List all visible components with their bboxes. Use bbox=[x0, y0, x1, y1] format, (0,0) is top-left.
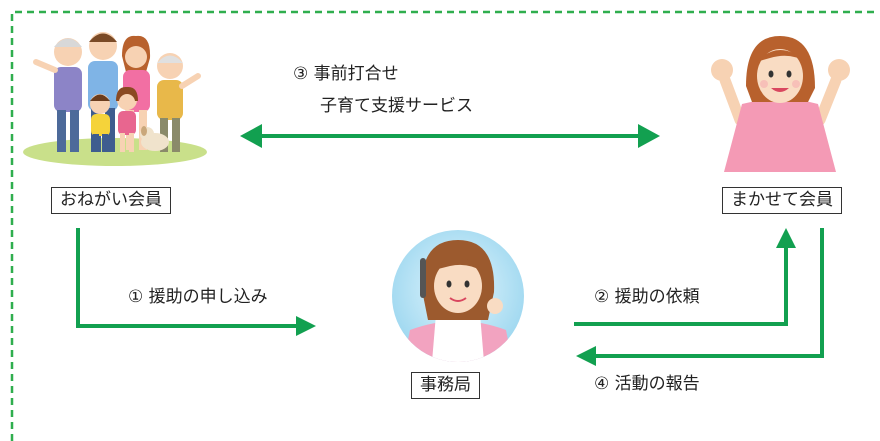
provider-member-box: まかせて会員 bbox=[722, 187, 842, 214]
arrow-step4 bbox=[576, 228, 824, 366]
requester-member-box: おねがい会員 bbox=[51, 187, 171, 214]
arrow-step1 bbox=[76, 228, 316, 336]
step4-label: ④ 活動の報告 bbox=[594, 374, 700, 394]
family-group-icon bbox=[23, 32, 207, 166]
step1-label: ① 援助の申し込み bbox=[128, 287, 268, 307]
arrow-step2 bbox=[574, 228, 796, 326]
arrow-step3-bidirectional bbox=[240, 124, 660, 148]
step3-sublabel: 子育て支援サービス bbox=[320, 96, 473, 116]
operator-woman-icon bbox=[392, 230, 524, 362]
cheering-woman-icon bbox=[711, 36, 850, 172]
step2-label: ② 援助の依頼 bbox=[594, 287, 700, 307]
office-box: 事務局 bbox=[411, 372, 480, 399]
step3-label: ③ 事前打合せ bbox=[293, 64, 399, 84]
